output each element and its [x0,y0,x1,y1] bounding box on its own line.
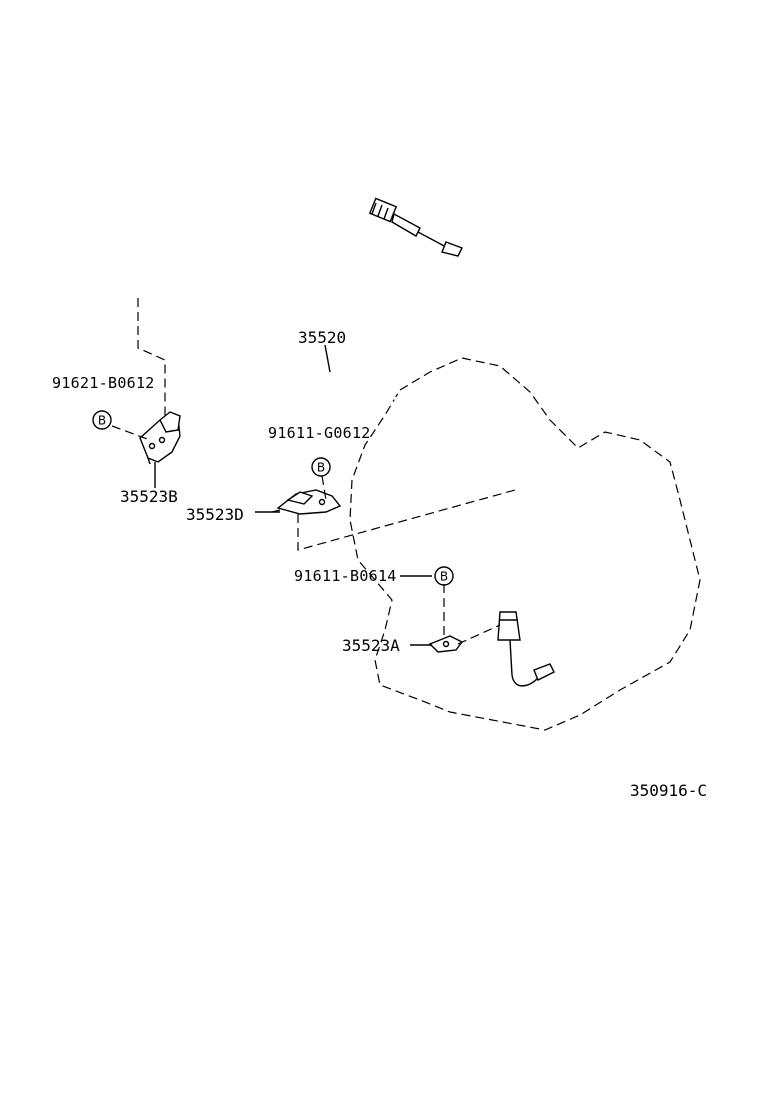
dashed-leaders [111,298,516,645]
bracket-35523b [139,411,181,465]
label-35523b: 35523B [120,487,178,506]
label-91611-b0614: 91611-B0614 [294,567,397,585]
bubble-letter: B [98,414,106,428]
label-35523a: 35523A [342,636,400,655]
control-cable [124,180,555,687]
bubble-letter: B [440,570,448,584]
transmission-outline [349,357,701,731]
bolt-marker-middle: B [311,457,331,477]
label-35520: 35520 [298,328,346,347]
bolt-marker-lower: B [434,566,454,586]
bracket-35523a [428,635,464,653]
bracket-35523d [271,489,342,515]
bolt-marker-upper: B [92,410,112,430]
bubble-letter: B [317,461,325,475]
label-91611-g0612: 91611-G0612 [268,424,371,442]
figure-code: 350916-C [630,781,707,800]
label-91621-b0612: 91621-B0612 [52,374,155,392]
solid-leaders [154,344,432,646]
label-35523d: 35523D [186,505,244,524]
